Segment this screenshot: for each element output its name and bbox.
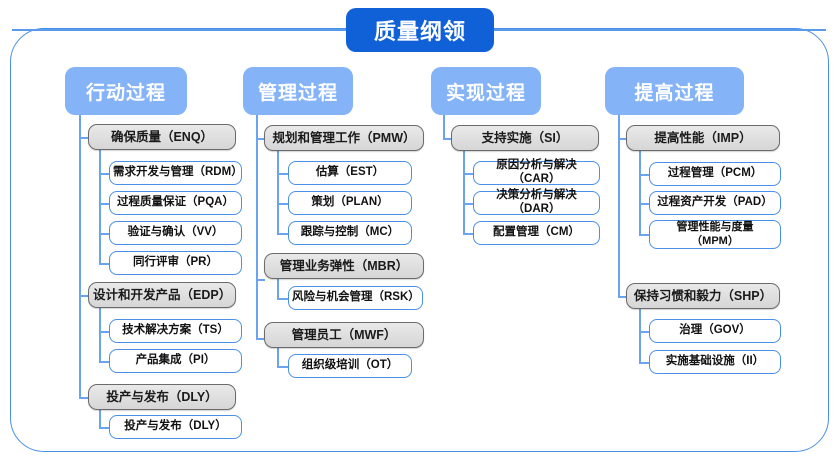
col3-g1-subspine — [463, 151, 465, 234]
column-header-3[interactable]: 实现过程 — [431, 67, 541, 115]
col2-g3-stub — [256, 338, 265, 340]
col3-spine — [443, 115, 445, 140]
col3-g1-c3-stub — [463, 233, 474, 235]
group-box-mwf[interactable]: 管理员工（MWF） — [264, 322, 424, 348]
group-box-dly[interactable]: 投产与发布（DLY） — [88, 384, 236, 410]
group-box-shp[interactable]: 保持习惯和毅力（SHP） — [626, 283, 780, 309]
leaf-box-dar[interactable]: 决策分析与解决（DAR） — [473, 189, 600, 215]
col1-g1-subspine — [99, 150, 101, 264]
col1-spine — [79, 115, 81, 398]
leaf-box-ot[interactable]: 组织级培训（OT） — [288, 354, 412, 378]
col4-g2-stub — [618, 296, 627, 298]
leaf-box-gov[interactable]: 治理（GOV） — [649, 319, 781, 343]
col4-g2-c1-stub — [639, 331, 650, 333]
leaf-box-pr[interactable]: 同行评审（PR） — [109, 251, 242, 275]
col2-spine — [256, 115, 258, 339]
leaf-box-est[interactable]: 估算（EST） — [288, 161, 412, 185]
col1-g1-c4-stub — [99, 263, 110, 265]
col4-g1-c1-stub — [639, 174, 650, 176]
col1-g2-stub — [79, 295, 89, 297]
group-box-imp[interactable]: 提高性能（IMP） — [626, 125, 780, 151]
col1-g3-stub — [79, 397, 89, 399]
col4-g2-c2-stub — [639, 362, 650, 364]
col4-g2-subspine — [639, 309, 641, 363]
root-spine-right — [490, 29, 826, 31]
col2-g2-c1-stub — [277, 298, 289, 300]
group-box-mbr[interactable]: 管理业务弹性（MBR） — [264, 253, 424, 279]
col3-g1-c2-stub — [463, 203, 474, 205]
column-header-2[interactable]: 管理过程 — [243, 67, 353, 115]
col2-g1-c2-stub — [277, 203, 289, 205]
col4-g1-stub — [618, 138, 627, 140]
col4-g1-c3-stub — [639, 234, 650, 236]
leaf-box-pcm[interactable]: 过程管理（PCM） — [649, 162, 781, 186]
col3-g1-stub — [443, 138, 452, 140]
root-title: 质量纲领 — [346, 8, 494, 52]
col2-g3-subspine — [277, 348, 279, 367]
leaf-box-mpm[interactable]: 管理性能与度量 （MPM） — [649, 220, 781, 249]
col1-g3-c1-stub — [99, 427, 110, 429]
leaf-box-cm[interactable]: 配置管理（CM） — [473, 221, 600, 245]
col1-g3-subspine — [99, 410, 101, 428]
root-spine-left — [12, 29, 352, 31]
col1-g1-c3-stub — [99, 233, 110, 235]
col4-spine — [618, 115, 620, 297]
col1-g2-c1-stub — [99, 331, 110, 333]
col1-g2-c2-stub — [99, 361, 110, 363]
group-box-pmw[interactable]: 规划和管理工作（PMW） — [264, 125, 424, 151]
leaf-box-ii[interactable]: 实施基础设施（II） — [649, 350, 781, 374]
col4-g1-subspine — [639, 151, 641, 235]
leaf-box-pi[interactable]: 产品集成（PI） — [109, 349, 242, 373]
group-box-enq[interactable]: 确保质量（ENQ） — [88, 124, 236, 150]
leaf-box-dly-child[interactable]: 投产与发布（DLY） — [109, 415, 242, 439]
leaf-box-rsk[interactable]: 风险与机会管理（RSK） — [288, 286, 423, 310]
col2-g3-c1-stub — [277, 366, 289, 368]
leaf-box-rdm[interactable]: 需求开发与管理（RDM） — [109, 161, 243, 185]
leaf-box-car[interactable]: 原因分析与解决（CAR） — [473, 159, 600, 185]
col1-g1-stub — [79, 137, 89, 139]
leaf-box-pad[interactable]: 过程资产开发（PAD） — [649, 191, 781, 215]
col2-g2-subspine — [277, 279, 279, 299]
leaf-box-pqa[interactable]: 过程质量保证（PQA） — [109, 191, 242, 215]
group-box-edp[interactable]: 设计和开发产品（EDP） — [88, 282, 236, 308]
col1-g1-c2-stub — [99, 203, 110, 205]
col4-g1-c2-stub — [639, 203, 650, 205]
column-header-1[interactable]: 行动过程 — [65, 67, 187, 115]
col1-g2-subspine — [99, 308, 101, 362]
leaf-box-vv[interactable]: 验证与确认（VV） — [109, 221, 242, 245]
group-box-si[interactable]: 支持实施（SI） — [451, 125, 599, 151]
col3-g1-c1-stub — [463, 173, 474, 175]
leaf-box-mc[interactable]: 跟踪与控制（MC） — [288, 221, 412, 245]
col2-g1-c3-stub — [277, 233, 289, 235]
col2-g1-c1-stub — [277, 173, 289, 175]
col2-g1-subspine — [277, 151, 279, 234]
col1-g1-c1-stub — [99, 173, 110, 175]
leaf-box-plan[interactable]: 策划（PLAN） — [288, 191, 412, 215]
col2-g2-stub — [256, 279, 265, 281]
leaf-box-ts[interactable]: 技术解决方案（TS） — [109, 319, 242, 343]
column-header-4[interactable]: 提高过程 — [605, 67, 744, 115]
col2-g1-stub — [256, 138, 265, 140]
